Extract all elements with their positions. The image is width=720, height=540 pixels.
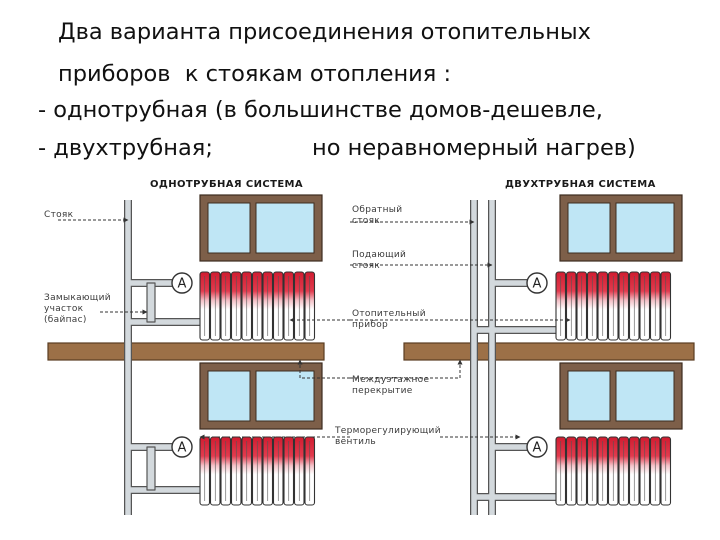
thermostatic-valve-icon: A xyxy=(526,272,548,294)
heading-line-1: Два варианта присоединения отопительных xyxy=(58,19,591,45)
valve-mark: A xyxy=(178,441,187,456)
bypass-segment-lower xyxy=(146,446,156,491)
radiators xyxy=(199,271,672,506)
label-valve-line1: Терморегулирующий xyxy=(334,426,441,436)
right-system-title: ДВУХТРУБНАЯ СИСТЕМА xyxy=(505,179,656,190)
thermostatic-valve-icon: A xyxy=(171,272,193,294)
heading-line-3: - однотрубная (в большинстве домов-дешев… xyxy=(38,97,603,123)
label-heater-line2: прибор xyxy=(352,320,388,330)
label-supply-line1: Подающий xyxy=(352,250,406,260)
valve-mark: A xyxy=(178,277,187,292)
heading-line-2: приборов к стоякам отопления : xyxy=(58,61,452,87)
radiator xyxy=(555,271,672,341)
leader-lines xyxy=(58,217,571,440)
label-heater-line1: Отопительный xyxy=(352,309,426,319)
thermostatic-valve-icon: A xyxy=(171,436,193,458)
radiator xyxy=(555,436,672,506)
thermostatic-valves: A A A A xyxy=(171,272,548,458)
single-riser-pipe xyxy=(125,200,200,515)
label-bypass-line3: (байпас) xyxy=(44,315,87,325)
label-return-line1: Обратный xyxy=(352,205,402,215)
bypass-segment xyxy=(146,282,156,323)
valve-mark: A xyxy=(533,441,542,456)
heading-line-4-right: но неравномерный нагрев) xyxy=(312,135,636,161)
floor-slab-right xyxy=(403,342,695,361)
radiator xyxy=(199,436,316,506)
window xyxy=(199,194,323,262)
thermostatic-valve-icon: A xyxy=(526,436,548,458)
heading: Два варианта присоединения отопительных … xyxy=(0,0,720,190)
valve-mark: A xyxy=(533,277,542,292)
label-bypass-line1: Замыкающий xyxy=(44,293,111,303)
floor-slab-left xyxy=(47,342,325,361)
left-system-title: ОДНОТРУБНАЯ СИСТЕМА xyxy=(150,179,303,190)
label-bypass-line2: участок xyxy=(44,304,84,314)
window xyxy=(199,362,323,430)
label-return-line2: стояк xyxy=(352,216,380,226)
single-pipe-system xyxy=(124,200,200,515)
diagram-labels: Стояк Замыкающий участок (байпас) Обратн… xyxy=(44,205,441,447)
label-supply-line2: стояк xyxy=(352,261,380,271)
floor-slabs xyxy=(47,342,695,361)
windows xyxy=(199,194,683,430)
window xyxy=(559,362,683,430)
heading-line-4-left: - двухтрубная; xyxy=(38,135,213,161)
two-pipe-system xyxy=(470,200,556,515)
label-floor-line1: Междуэтажное xyxy=(352,375,429,385)
label-valve-line2: вентиль xyxy=(335,437,376,447)
window xyxy=(559,194,683,262)
label-riser: Стояк xyxy=(44,210,74,220)
label-floor-line2: перекрытие xyxy=(352,386,413,396)
radiator xyxy=(199,271,316,341)
